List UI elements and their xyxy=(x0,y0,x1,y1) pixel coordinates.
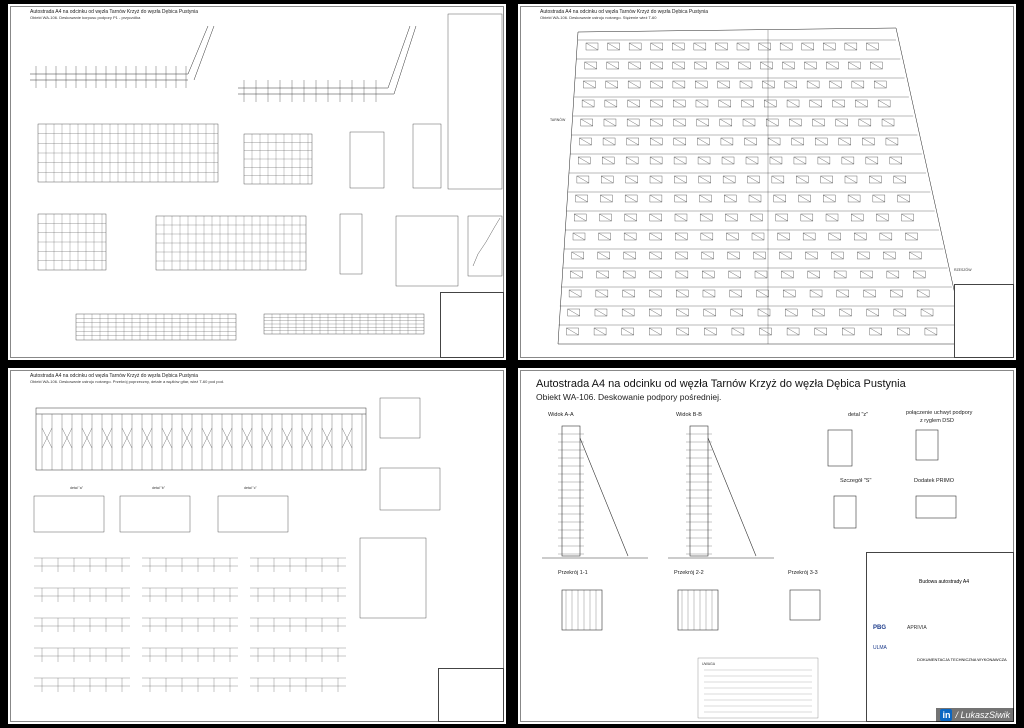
sheet-border xyxy=(520,6,1014,358)
side-label-rzeszow: RZESZÓW xyxy=(954,268,972,272)
credit-text: / LukaszSiwik xyxy=(955,710,1010,720)
drawing-sheet-3-lines xyxy=(33,397,441,692)
sheet-subtitle: Obiekt WA-106. Deskowanie korpusu podpor… xyxy=(30,15,141,20)
logo-pbg: PBG xyxy=(873,625,887,631)
drawing-sheet-4: Autostrada A4 na odcinku od węzła Tarnów… xyxy=(518,368,1016,724)
sheet-title: Autostrada A4 na odcinku od węzła Tarnów… xyxy=(536,378,906,390)
sheet-title: Autostrada A4 na odcinku od węzła Tarnów… xyxy=(540,9,709,15)
titleblock-doc-type: DOKUMENTACJA TECHNICZNA WYKONAWCZA xyxy=(917,657,1007,662)
detail-z-label: detal "z" xyxy=(848,412,869,418)
linkedin-credit: in / LukaszSiwik xyxy=(936,708,1014,722)
title-block xyxy=(954,284,1014,358)
drawing-sheet-4-lines xyxy=(542,425,957,719)
section-33-label: Przekrój 3-3 xyxy=(788,570,818,576)
connection-label-2: z ryglem DSD xyxy=(920,418,954,424)
detail-b-label: detal "b" xyxy=(152,486,165,490)
notes-heading: UWAGA xyxy=(702,662,716,666)
section-22-label: Przekrój 2-2 xyxy=(674,570,704,576)
section-11-label: Przekrój 1-1 xyxy=(558,570,588,576)
title-block: Budowa autostrady A4 PBG APRIVIA ULMA DO… xyxy=(866,552,1014,722)
sheet-subtitle: Obiekt WA-106. Deskowanie ustroju nośneg… xyxy=(540,15,657,20)
title-block xyxy=(438,668,504,722)
sheet-border xyxy=(10,370,504,722)
drawing-sheet-1-lines xyxy=(30,13,503,341)
detail-a-label: detal "a" xyxy=(70,486,83,490)
view-bb-label: Widok B-B xyxy=(676,412,702,418)
sheet-subtitle: Obiekt WA-106. Deskowanie podpory pośred… xyxy=(536,392,722,402)
detail-c-label: detal "c" xyxy=(244,486,257,490)
side-label-tarnow: TARNÓW xyxy=(550,118,566,122)
titleblock-project: Budowa autostrady A4 xyxy=(919,579,970,585)
sheet-title: Autostrada A4 na odcinku od węzła Tarnów… xyxy=(30,373,199,379)
drawing-sheet-3: Autostrada A4 na odcinku od węzła Tarnów… xyxy=(8,368,506,724)
drawing-sheet-1: Autostrada A4 na odcinku od węzła Tarnów… xyxy=(8,4,506,360)
sheet-border xyxy=(10,6,504,358)
view-aa-label: Widok A-A xyxy=(548,412,574,418)
sheet-border xyxy=(520,370,1014,722)
dodatek-label: Dodatek PRIMO xyxy=(914,478,955,484)
connection-label: połączenie uchwyt podpory xyxy=(906,410,973,416)
logo-aprivia: APRIVIA xyxy=(907,625,927,631)
logo-ulma: ULMA xyxy=(873,645,887,651)
sheet-subtitle: Obiekt WA-106. Deskowanie ustroju nośneg… xyxy=(30,379,225,384)
title-block xyxy=(440,292,504,358)
szczegol-label: Szczegół "S" xyxy=(840,478,872,484)
linkedin-icon: in xyxy=(940,709,953,721)
drawing-sheet-2-plan xyxy=(557,27,967,345)
sheet-title: Autostrada A4 na odcinku od węzła Tarnów… xyxy=(30,9,199,15)
drawing-sheet-2: Autostrada A4 na odcinku od węzła Tarnów… xyxy=(518,4,1016,360)
